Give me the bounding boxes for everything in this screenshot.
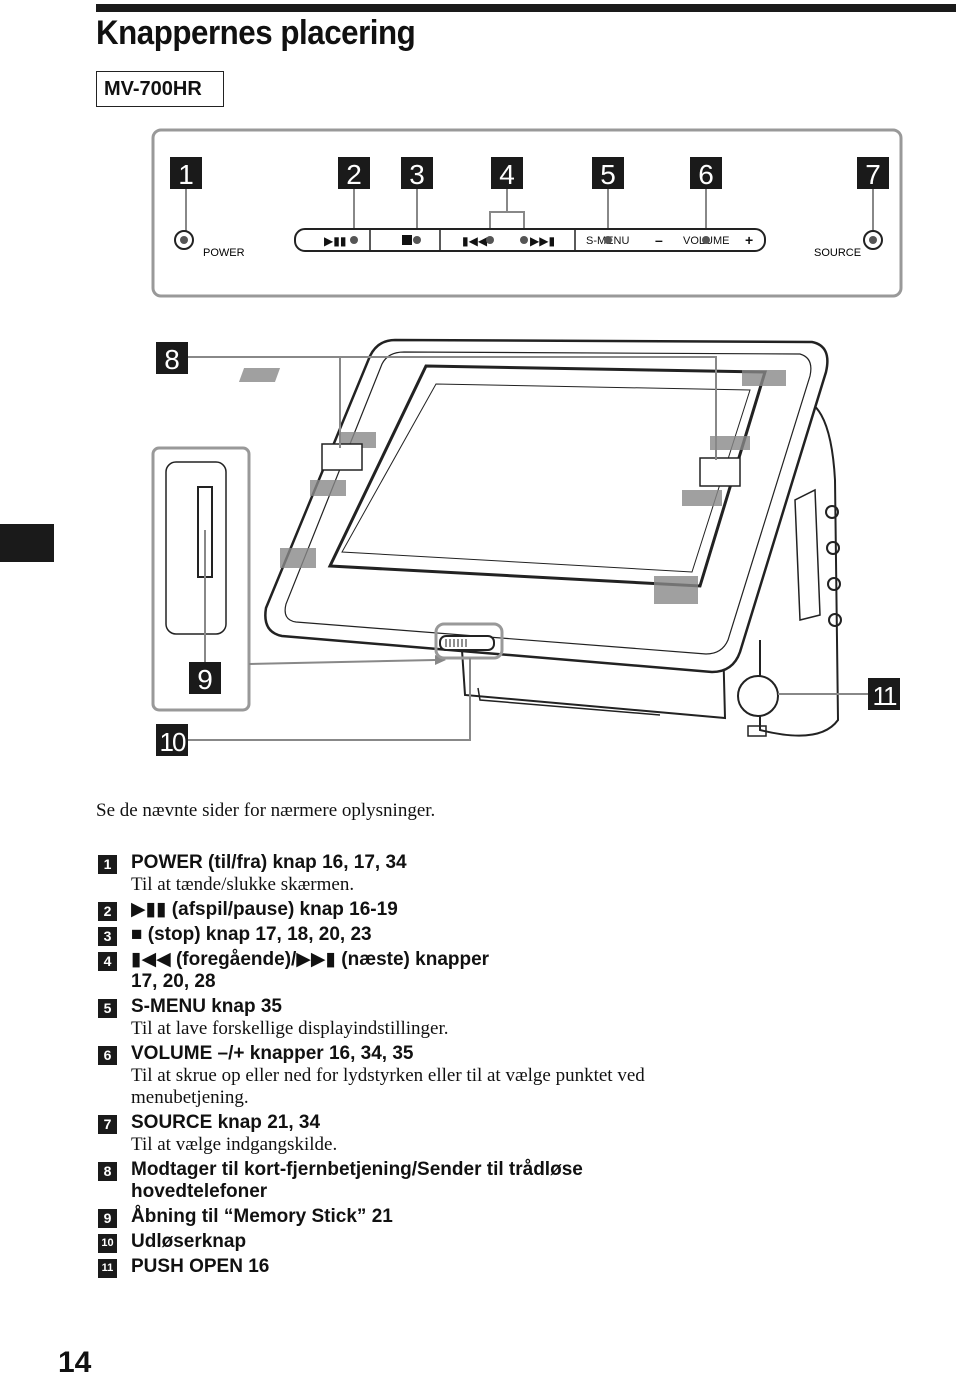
item-number: 8 <box>98 1162 117 1181</box>
callout-11-text: 11 <box>873 681 898 711</box>
volume-plus-label: + <box>745 232 753 248</box>
callout-4-text: 4 <box>499 159 515 190</box>
page-title: Knappernes placering <box>96 14 416 52</box>
page-number: 14 <box>58 1346 92 1379</box>
callout-9-text: 9 <box>197 664 213 695</box>
list-item: 10 Udløserknap <box>96 1231 656 1253</box>
callout-3 <box>401 157 433 189</box>
item-title: S-MENU knap 35 <box>131 996 282 1017</box>
callout-1 <box>170 157 202 189</box>
item-description: Til at lave forskellige displayindstilli… <box>131 1018 449 1039</box>
item-description: Til at skrue op eller ned for lydstyrken… <box>131 1065 645 1108</box>
item-title: PUSH OPEN 16 <box>131 1256 270 1277</box>
item-number: 7 <box>98 1115 117 1134</box>
top-panel <box>151 128 903 298</box>
memory-stick-inset <box>151 446 251 712</box>
item-number: 5 <box>98 999 117 1018</box>
prev-icon: ▮◀◀ <box>462 234 488 248</box>
next-icon: ▶▶▮ <box>530 234 555 248</box>
play-pause-icon: ▶▮▮ <box>324 234 346 248</box>
item-number: 10 <box>98 1234 117 1253</box>
callout-8 <box>156 342 188 374</box>
callout-2 <box>338 157 370 189</box>
list-item: 8 Modtager til kort-fjernbetjening/Sender… <box>96 1159 656 1203</box>
callout-1-text: 1 <box>178 159 194 190</box>
lcd-screen <box>327 364 768 588</box>
callout-9 <box>189 662 221 694</box>
callout-10 <box>156 724 188 756</box>
callout-5 <box>592 157 624 189</box>
list-item: 9 Åbning til “Memory Stick” 21 <box>96 1206 656 1228</box>
top-rule <box>96 4 956 12</box>
reference-note: Se de nævnte sider for nærmere oplysning… <box>96 800 436 821</box>
item-number: 1 <box>98 855 117 874</box>
stop-icon <box>402 235 412 245</box>
release-button[interactable] <box>439 635 495 651</box>
callout-2-text: 2 <box>346 159 362 190</box>
item-title: Åbning til “Memory Stick” 21 <box>131 1206 393 1227</box>
list-item: 3 ■ (stop) knap 17, 18, 20, 23 <box>96 924 656 946</box>
chapter-tab <box>0 524 54 562</box>
item-title: POWER (til/fra) knap 16, 17, 34 <box>131 852 407 873</box>
item-description: Til at tænde/slukke skærmen. <box>131 874 355 895</box>
callout-7-text: 7 <box>865 159 881 190</box>
callout-11 <box>868 678 900 710</box>
callout-8-text: 8 <box>164 344 180 375</box>
item-number: 2 <box>98 902 117 921</box>
item-number: 11 <box>98 1259 117 1278</box>
item-title: ▮◀◀ (foregående)/▶▶▮ (næste) knapper <box>131 949 490 970</box>
source-label: SOURCE <box>814 247 861 259</box>
item-description: Til at vælge indgangskilde. <box>131 1134 338 1155</box>
item-title: Modtager til kort-fjernbetjening/Sender … <box>131 1159 583 1202</box>
item-title: ▶▮▮ (afspil/pause) knap 16-19 <box>131 899 398 920</box>
model-box: MV-700HR <box>96 71 224 107</box>
callout-4 <box>491 157 523 189</box>
item-number: 4 <box>98 952 117 971</box>
list-item: 2 ▶▮▮ (afspil/pause) knap 16-19 <box>96 899 656 921</box>
item-number: 6 <box>98 1046 117 1065</box>
item-title: VOLUME –/+ knapper 16, 34, 35 <box>131 1043 414 1064</box>
item-number: 9 <box>98 1209 117 1228</box>
callout-5-text: 5 <box>600 159 616 190</box>
callout-7 <box>857 157 889 189</box>
volume-minus-label: – <box>655 232 663 248</box>
item-number: 3 <box>98 927 117 946</box>
item-title: Udløserknap <box>131 1231 247 1252</box>
callout-6 <box>690 157 722 189</box>
callout-6-text: 6 <box>698 159 714 190</box>
push-open-button[interactable] <box>737 675 779 717</box>
callout-10-text: 10 <box>160 727 186 757</box>
item-title: ■ (stop) knap 17, 18, 20, 23 <box>131 924 372 945</box>
callout-3-text: 3 <box>409 159 425 190</box>
item-description: 17, 20, 28 <box>131 971 216 992</box>
item-title: SOURCE knap 21, 34 <box>131 1112 321 1133</box>
control-strip <box>294 228 766 252</box>
device-figure: 1 2 3 4 5 6 7 POWER ▶▮▮ ▮◀◀ <box>151 128 903 757</box>
list-item: 11 PUSH OPEN 16 <box>96 1256 656 1278</box>
power-label: POWER <box>203 247 245 259</box>
